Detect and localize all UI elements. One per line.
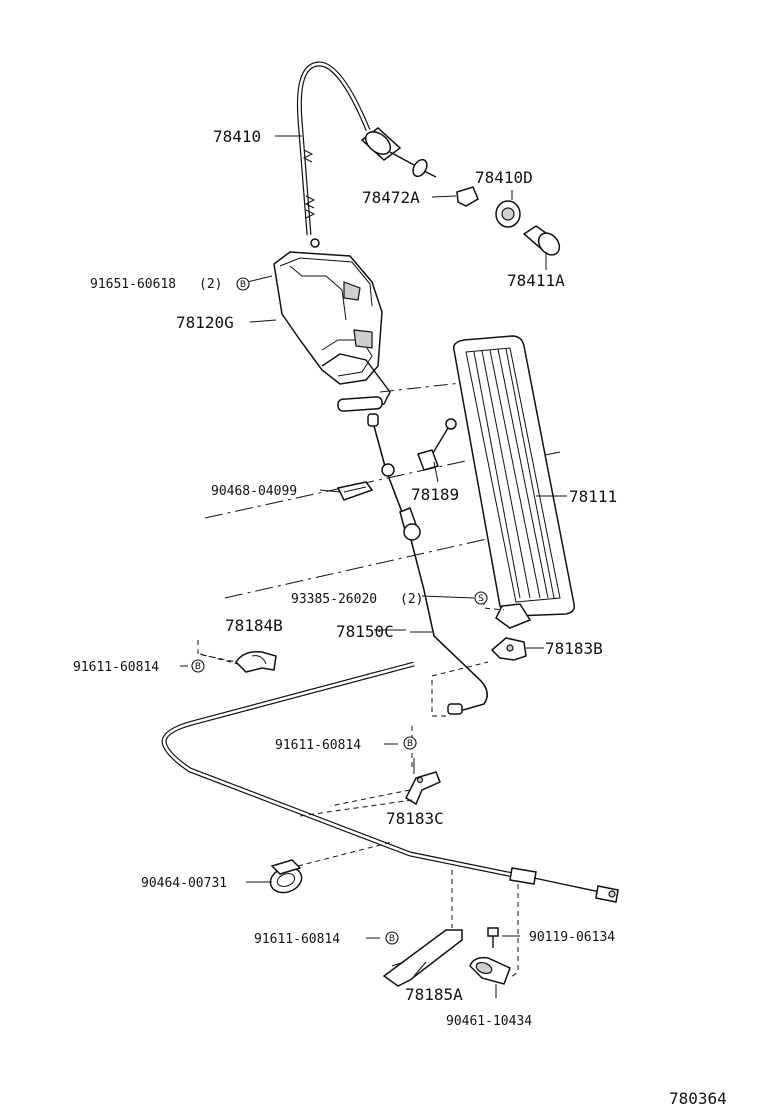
marker-b-badge: B: [403, 736, 417, 750]
rod-78189: [417, 418, 457, 483]
bolt-90119: [487, 927, 499, 948]
label-93385-qty: (2): [400, 592, 423, 607]
label-78120g: 78120G: [176, 313, 234, 332]
label-90468: 90468-04099: [211, 484, 297, 499]
svg-text:B: B: [240, 280, 246, 290]
svg-text:B: B: [195, 662, 201, 672]
bracket-78120g: [242, 251, 391, 412]
marker-b-badge: B: [385, 931, 399, 945]
label-93385-number: 93385-26020: [291, 592, 377, 607]
label-78410: 78410: [213, 127, 261, 146]
label-90461: 90461-10434: [446, 1014, 532, 1029]
clip-90468: [336, 481, 374, 501]
label-78183c: 78183C: [386, 809, 444, 828]
label-78111: 78111: [569, 487, 617, 506]
leader-lines: [180, 135, 520, 977]
clamp-90464: [269, 859, 303, 894]
lever-78150c: [367, 413, 488, 715]
pedal-78111: [452, 335, 576, 629]
marker-b-badge: B: [236, 277, 250, 291]
diagram-id: 780364: [669, 1089, 727, 1108]
label-78472a: 78472A: [362, 188, 420, 207]
cap-78411a: [522, 225, 561, 270]
label-91651-qty: (2): [199, 277, 222, 292]
label-78183b: 78183B: [545, 639, 603, 658]
label-78185a: 78185A: [405, 985, 463, 1004]
clip-78472a: [431, 186, 479, 207]
label-90119: 90119-06134: [529, 930, 615, 945]
svg-text:B: B: [389, 934, 395, 944]
label-91651-number: 91651-60618: [90, 277, 176, 292]
clamp-90461: [469, 956, 511, 998]
accelerator-cable-lower: [161, 661, 619, 903]
label-91611-c: 91611-60814: [254, 932, 340, 947]
label-78410d: 78410D: [475, 168, 533, 187]
nut-78410d: [495, 190, 521, 228]
label-91611-b: 91611-60814: [275, 738, 361, 753]
label-90464: 90464-00731: [141, 876, 227, 891]
label-78411a: 78411A: [507, 271, 565, 290]
svg-text:B: B: [407, 739, 413, 749]
label-91611-a: 91611-60814: [73, 660, 159, 675]
svg-text:S: S: [478, 594, 484, 604]
label-78184b: 78184B: [225, 616, 283, 635]
marker-s-badge: S: [474, 591, 488, 605]
marker-b-badge: B: [191, 659, 205, 673]
label-78189: 78189: [411, 485, 459, 504]
bracket-78185a: [382, 929, 463, 987]
bracket-78183c: [405, 758, 441, 806]
bracket-78183b: [490, 637, 544, 661]
part-labels: 78410 78410D 78472A 78411A 91651-60618 (…: [73, 127, 727, 1108]
clamp-78184b: [235, 650, 277, 673]
throttle-cable-78410: [296, 61, 437, 248]
label-78150c: 78150C: [336, 622, 394, 641]
